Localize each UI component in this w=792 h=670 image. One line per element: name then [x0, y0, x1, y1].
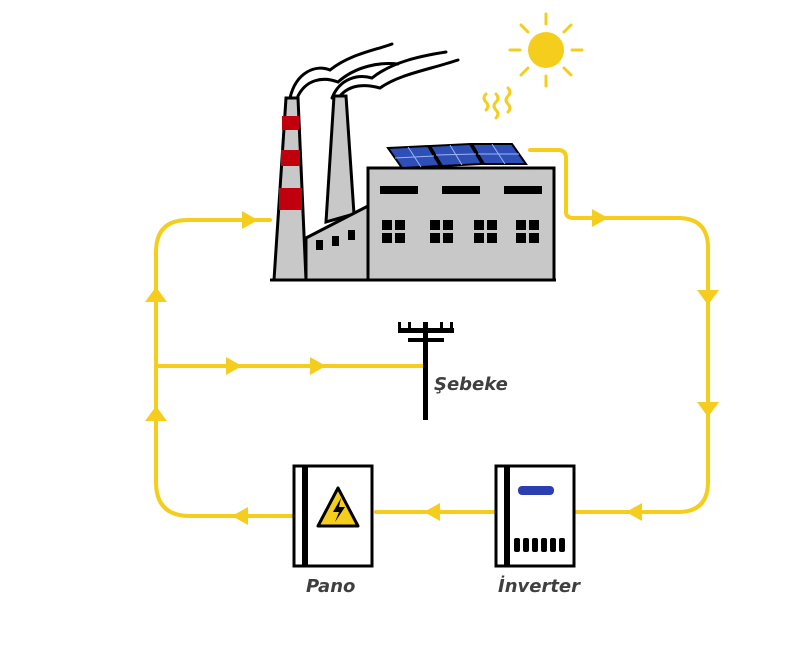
arrow-right-top-left — [242, 211, 258, 229]
factory-windows — [382, 220, 539, 243]
arrow-down-right-upper — [697, 290, 719, 305]
arrow-up-left-upper — [145, 287, 167, 302]
solar-panel-icon — [386, 142, 528, 170]
smoke-icon — [288, 42, 460, 100]
arrow-right-grid-2 — [310, 357, 326, 375]
arrow-right-top-right — [592, 209, 608, 227]
arrow-up-left-lower — [145, 406, 167, 421]
arrow-down-right-lower — [697, 402, 719, 417]
grid-label: Şebeke — [434, 374, 508, 395]
power-pole-icon — [398, 322, 454, 420]
inverter-indicator — [518, 486, 554, 495]
inverter-icon — [494, 464, 576, 568]
chimney-plain — [324, 94, 356, 225]
arrow-left-middle — [424, 503, 440, 521]
arrow-left-bottom-right — [626, 503, 642, 521]
sun-icon — [482, 12, 584, 120]
inverter-ports — [514, 538, 565, 552]
flow-lines — [154, 148, 710, 518]
panel-label: Pano — [306, 576, 355, 597]
factory-icon — [270, 42, 556, 282]
high-voltage-warning-icon — [316, 486, 360, 528]
electrical-panel-icon — [292, 464, 374, 568]
arrow-right-grid-1 — [226, 357, 242, 375]
arrow-left-bottom-left — [232, 507, 248, 525]
flow-arrows — [145, 209, 719, 525]
inverter-label: İnverter — [498, 575, 581, 597]
flow-solar-to-inverter — [528, 148, 710, 514]
heat-waves-icon — [482, 86, 512, 120]
